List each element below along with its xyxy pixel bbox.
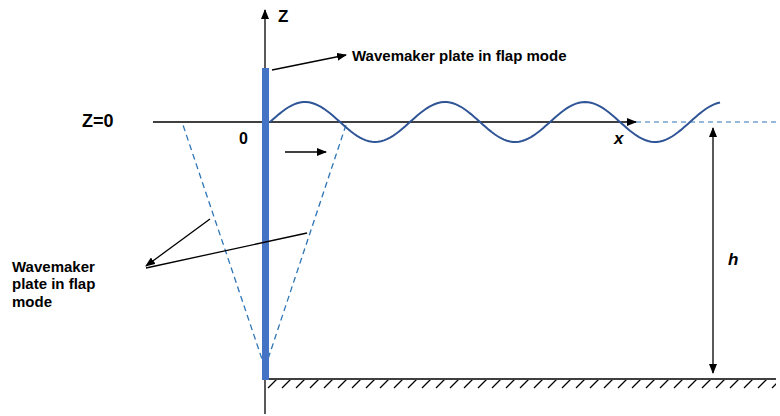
seabed-line	[265, 378, 776, 380]
origin-label: 0	[239, 130, 248, 148]
axis-label: x	[614, 129, 623, 149]
callout-label: Wavemaker plate in flap mode	[352, 47, 567, 64]
x-axis	[153, 121, 636, 123]
callout-label: Wavemaker plate in flap mode	[12, 258, 130, 310]
leader-line	[272, 55, 346, 70]
leader-line	[146, 233, 307, 268]
flap-position-right	[265, 122, 347, 368]
motion-arrow	[285, 151, 326, 153]
axis-label: Z	[278, 7, 288, 27]
wave-profile	[270, 102, 720, 142]
seabed-hatching	[266, 380, 776, 390]
axis-label: Z=0	[82, 111, 114, 132]
dimension-label: h	[728, 250, 738, 270]
depth-dimension	[712, 128, 713, 373]
leader-line	[146, 219, 210, 266]
still-water-dashed	[636, 121, 778, 122]
wavemaker-plate	[262, 68, 269, 380]
